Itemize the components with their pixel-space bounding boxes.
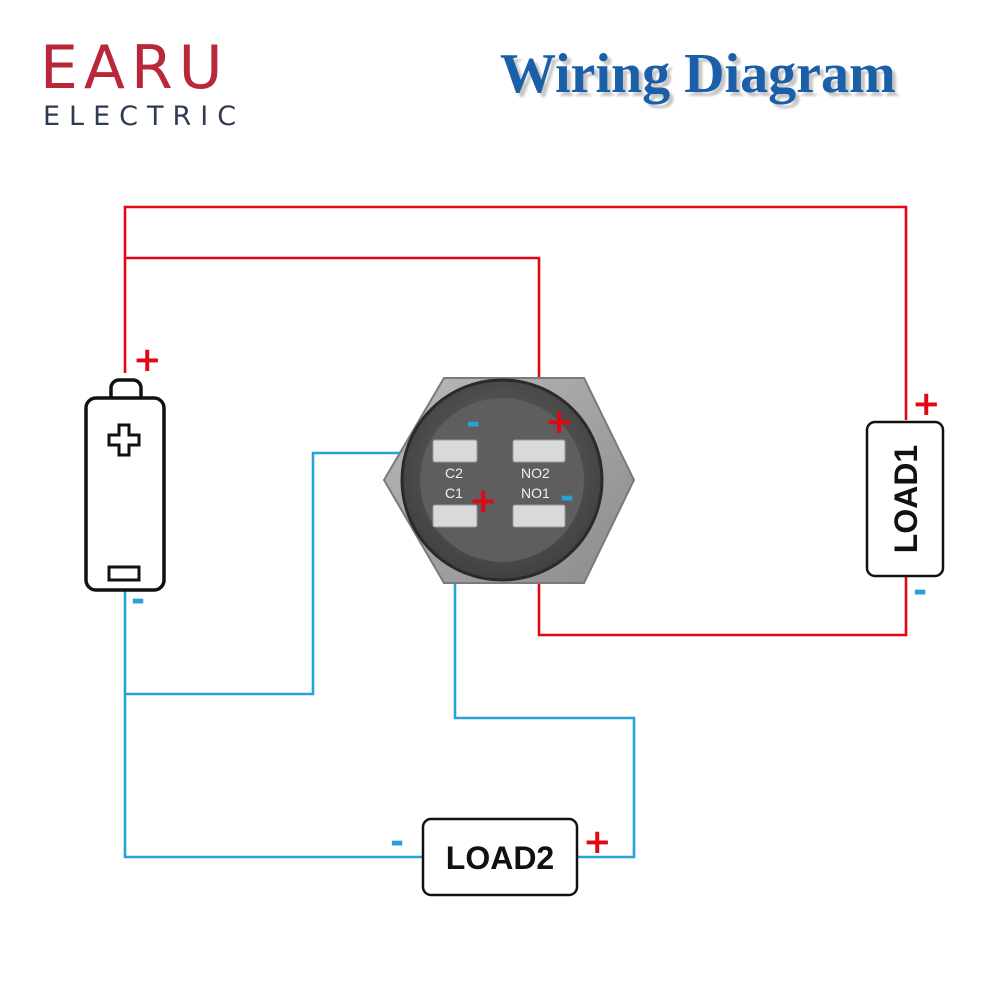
load2-label: LOAD2 (446, 840, 554, 876)
battery-plus-symbol (107, 423, 141, 457)
battery-positive-sign: + (133, 340, 162, 380)
battery-minus-symbol (107, 565, 141, 582)
load2-box (421, 817, 579, 897)
brand-subtitle: ELECTRIC (43, 101, 246, 132)
page-title: Wiring Diagram (500, 43, 896, 105)
pin-no2 (512, 439, 566, 463)
pin-label-c1: C1 (445, 485, 463, 501)
load1-box (865, 420, 945, 578)
no2-positive-sign: + (545, 402, 574, 442)
load1-label: LOAD1 (888, 445, 924, 553)
battery (84, 378, 166, 592)
brand-logo: EARU ELECTRIC (40, 38, 280, 133)
pin-no1 (512, 504, 566, 528)
battery-body (84, 396, 166, 592)
pin-label-c2: C2 (445, 465, 463, 481)
pin-c2 (432, 439, 478, 463)
push-button-switch: C2 NO2 C1 NO1 (382, 377, 636, 584)
switch-ring-negative-sign: - (466, 403, 480, 443)
load1-negative-sign: - (913, 571, 927, 611)
brand-name: EARU (40, 33, 229, 103)
wire-c1-to-load2-positive (453, 518, 636, 859)
pin-label-no1: NO1 (521, 485, 550, 501)
wire-battery-to-load2-negative (123, 694, 425, 859)
pin-label-no2: NO2 (521, 465, 550, 481)
load1-positive-sign: + (912, 384, 941, 424)
load2-negative-sign: - (390, 822, 404, 862)
load2-positive-sign: + (583, 822, 612, 862)
wire-battery-to-load1-positive (123, 205, 908, 420)
no1-negative-sign: - (560, 477, 574, 517)
pin-c1 (432, 504, 478, 528)
c1-positive-sign: + (469, 481, 498, 521)
wire-battery-to-c2-negative (123, 451, 460, 696)
battery-negative-sign: - (131, 580, 145, 620)
